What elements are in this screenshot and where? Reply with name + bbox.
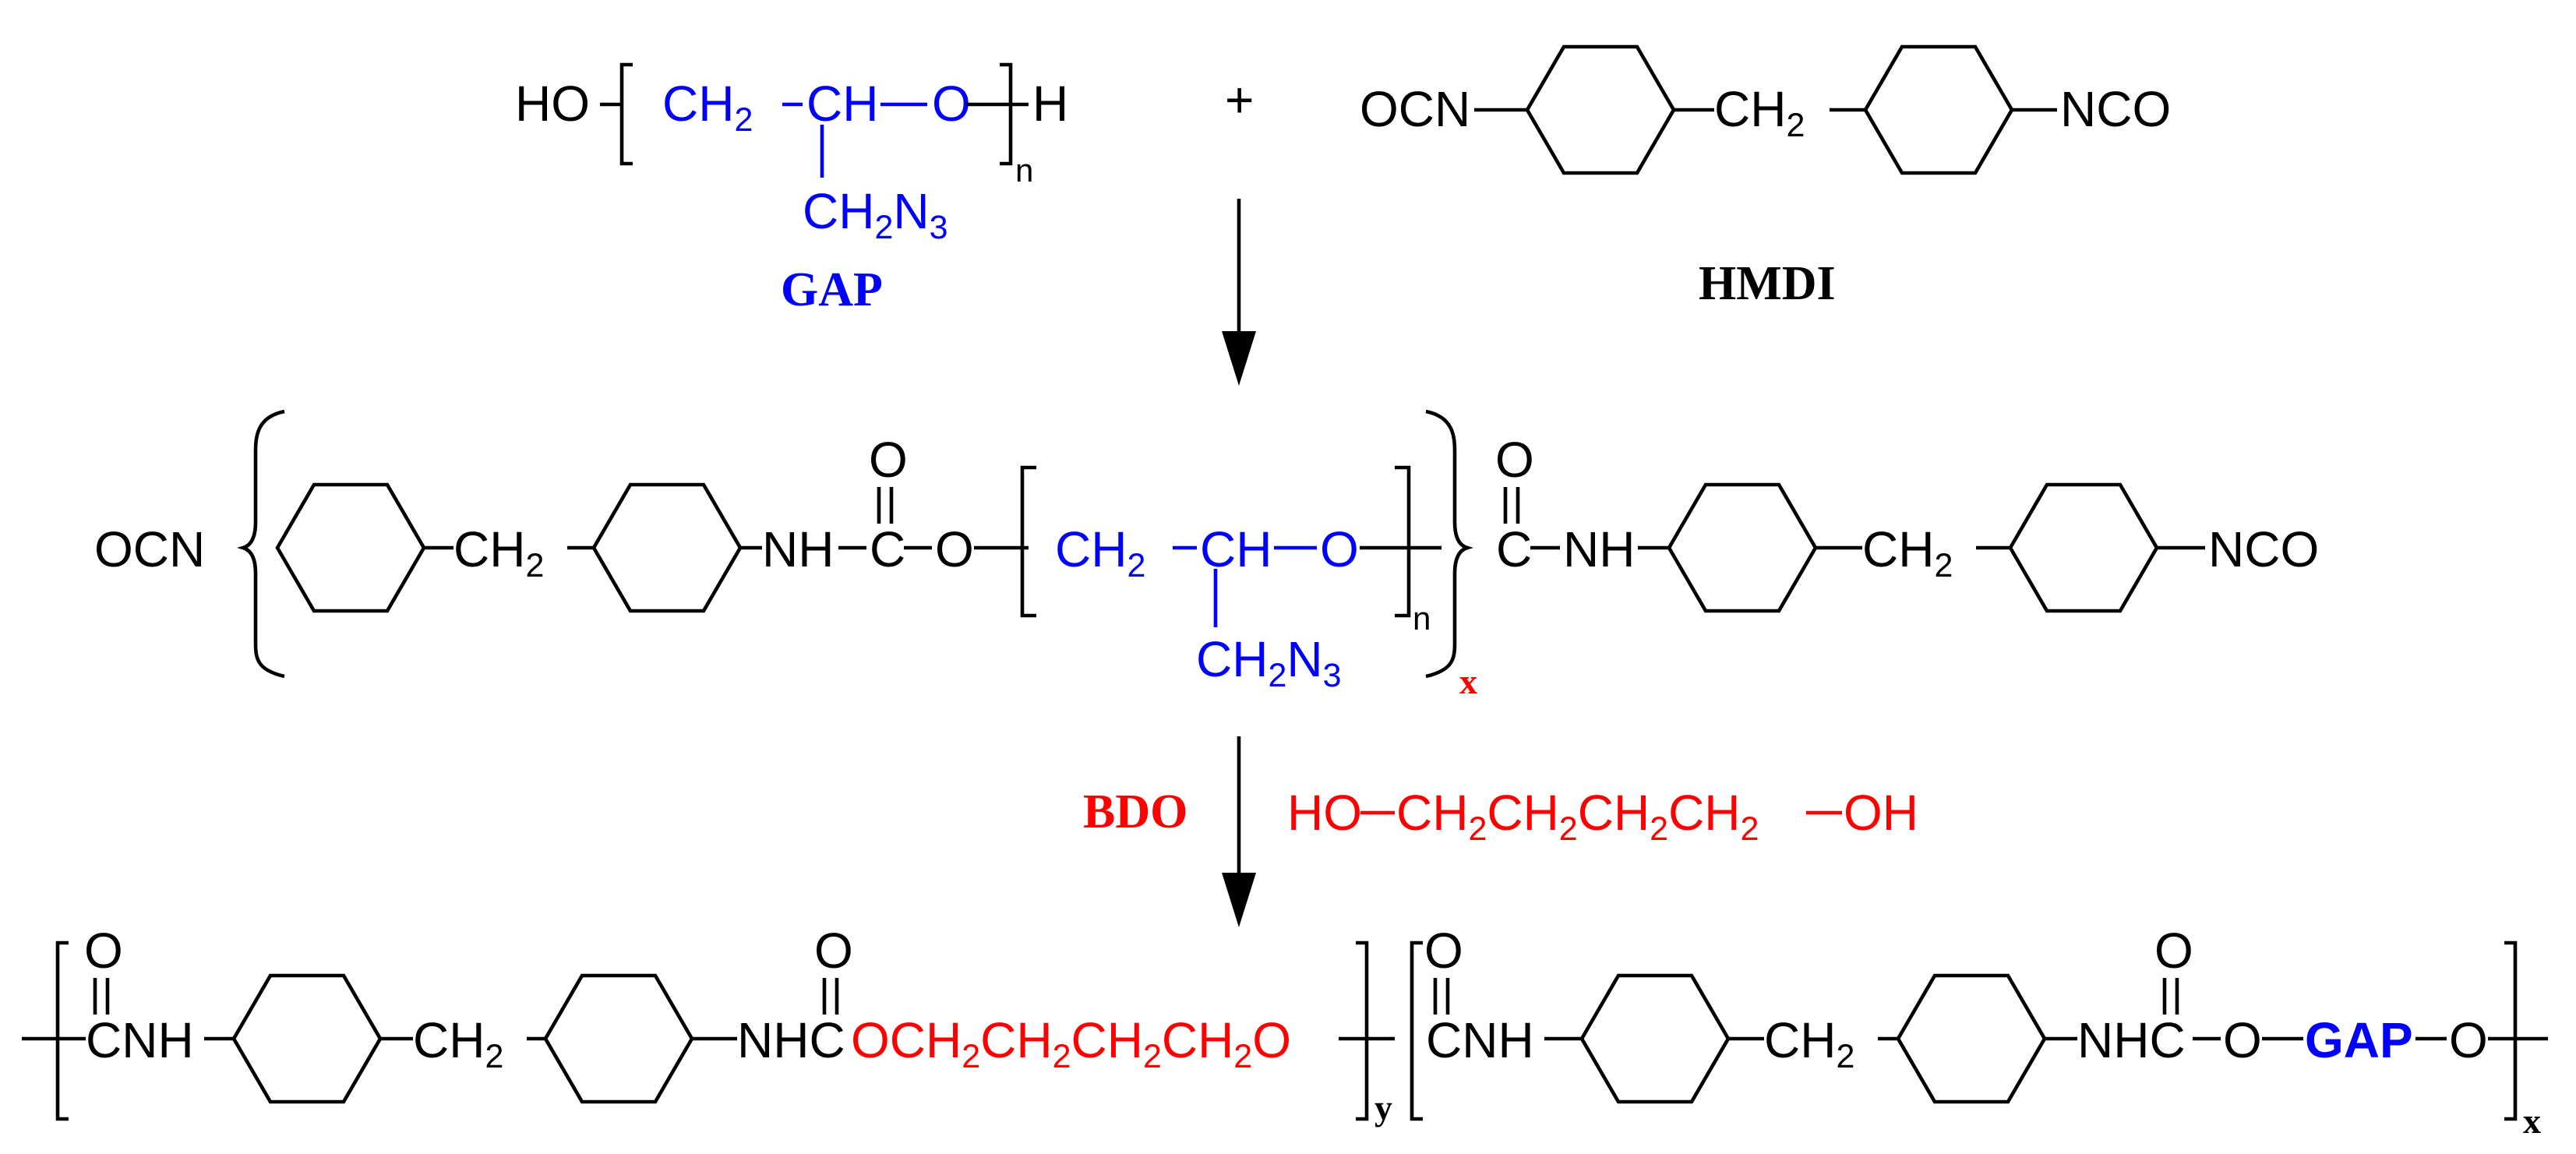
bdo-ho-end: HO (1287, 785, 1362, 841)
hmdi-monomer: OCN CH2 NCO HMDI (1360, 47, 2171, 310)
reaction-arrow-2 (1222, 736, 1256, 927)
hmdi-ring-right (1865, 47, 2012, 173)
gap-hydroxyl-end: HO (515, 76, 590, 132)
final-gap-block: GAP (2305, 1012, 2413, 1068)
prepolymer-nco-right: NCO (2208, 521, 2319, 577)
final-ring-3 (1582, 976, 1728, 1102)
hmdi-nco-right: NCO (2060, 81, 2171, 137)
final-ester-o-1: O (2223, 1012, 2262, 1068)
prepolymer-gap-ch2-label: CH2 (1055, 521, 1145, 584)
final-ring-4 (1898, 976, 2045, 1102)
final-nhc-label-2: NHC (2077, 1012, 2186, 1068)
bdo-name: BDO (1083, 785, 1187, 838)
final-ester-o-2: O (2449, 1012, 2488, 1068)
gap-o-label: O (932, 76, 971, 132)
gap-monomer: HO CH2 CH O CH2N3 n H GAP (515, 62, 1068, 316)
prepolymer-ring-3 (1669, 485, 1816, 611)
hmdi-name: HMDI (1699, 257, 1836, 310)
final-carbonyl-o-3: O (1424, 923, 1463, 979)
prepolymer-ring-1 (277, 485, 424, 611)
final-ch2-label-1: CH2 (413, 1012, 503, 1075)
prepolymer-nh-label-2: NH (1563, 521, 1635, 577)
prepolymer-gap-ch2n3-label: CH2N3 (1196, 631, 1342, 694)
final-cnh-label-2: CNH (1426, 1012, 1534, 1068)
hmdi-ring-left (1527, 47, 1674, 173)
gap-ch-label: CH (806, 76, 878, 132)
final-repeat-y: y (1374, 1088, 1392, 1128)
gap-h-end: H (1032, 76, 1068, 132)
prepolymer-ester-o: O (935, 521, 974, 577)
final-ring-1 (234, 976, 380, 1102)
prepolymer: OCN CH2 NH C O O CH2 CH O CH2N3 n x C O (94, 409, 2319, 701)
prepolymer-gap-ch-label: CH (1200, 521, 1272, 577)
prepolymer-ocn-left: OCN (94, 521, 205, 577)
gap-ch2n3-label: CH2N3 (803, 183, 948, 246)
gap-name: GAP (781, 263, 883, 316)
final-carbonyl-o-4: O (2154, 923, 2193, 979)
gap-repeat-n: n (1015, 152, 1033, 189)
bdo-formula: HO CH2CH2CH2CH2 OH (1287, 785, 1918, 848)
hmdi-ch2-label: CH2 (1714, 81, 1805, 144)
final-nhc-label-1: NHC (737, 1012, 845, 1068)
plus-sign: + (1225, 72, 1254, 128)
final-carbonyl-o-1: O (84, 923, 123, 979)
final-carbonyl-o-2: O (814, 923, 853, 979)
prepolymer-nh-label-1: NH (762, 521, 834, 577)
final-ch2-label-2: CH2 (1764, 1012, 1854, 1075)
prepolymer-ch2-label-1: CH2 (453, 521, 544, 584)
final-ring-2 (545, 976, 692, 1102)
prepolymer-ring-2 (594, 485, 740, 611)
prepolymer-carbonyl-o-2: O (1495, 432, 1534, 488)
prepolymer-gap-o-label: O (1320, 521, 1359, 577)
prepolymer-ch2-label-2: CH2 (1862, 521, 1953, 584)
final-repeat-x: x (2523, 1101, 2541, 1141)
bdo-ch2-chain: CH2CH2CH2CH2 (1396, 785, 1759, 848)
final-polymer: CNH O CH2 NHC O OCH2CH2CH2CH2O y CNH O C… (22, 923, 2548, 1141)
prepolymer-repeat-n: n (1413, 600, 1431, 637)
prepolymer-carbonyl-c-1: C (870, 521, 905, 577)
final-cnh-label-1: CNH (86, 1012, 194, 1068)
bdo-oh-end: OH (1844, 785, 1918, 841)
hmdi-ocn-left: OCN (1360, 81, 1470, 137)
prepolymer-ring-4 (2010, 485, 2157, 611)
gap-ch2-label: CH2 (662, 76, 753, 139)
final-bdo-segment: OCH2CH2CH2CH2O (851, 1012, 1291, 1075)
prepolymer-carbonyl-c-2: C (1496, 521, 1532, 577)
prepolymer-carbonyl-o-1: O (869, 432, 908, 488)
prepolymer-repeat-x: x (1459, 662, 1477, 701)
reaction-arrow-1 (1222, 199, 1256, 386)
